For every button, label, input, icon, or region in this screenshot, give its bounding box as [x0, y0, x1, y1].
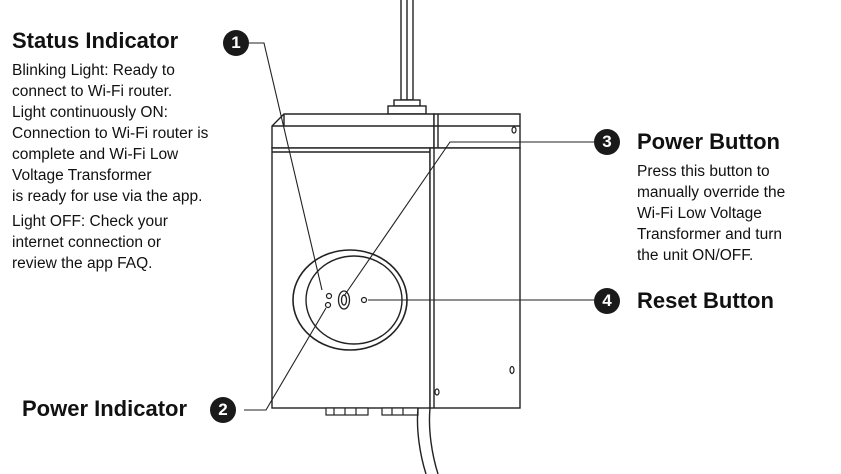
status-indicator-title: Status Indicator	[12, 28, 179, 53]
status-indicator-line: complete and Wi-Fi Low	[12, 146, 179, 163]
power-button-graphic	[337, 290, 351, 310]
status-indicator-line: internet connection or	[12, 234, 162, 251]
antenna	[387, 0, 427, 115]
power-indicator-led	[324, 301, 332, 309]
status-indicator-line: connect to Wi-Fi router.	[12, 83, 173, 100]
callout-badge-3: 3	[594, 129, 620, 155]
status-indicator-line: Connection to Wi-Fi router is	[12, 125, 209, 142]
power-cord	[416, 407, 439, 474]
status-indicator-line: review the app FAQ.	[12, 255, 153, 272]
reset-button-title: Reset Button	[637, 288, 774, 313]
status-indicator-led	[325, 292, 333, 300]
power-indicator-title: Power Indicator	[22, 396, 188, 421]
power-button-title: Power Button	[637, 129, 780, 154]
status-indicator-line: is ready for use via the app.	[12, 188, 203, 205]
status-indicator-line: Light continuously ON:	[12, 104, 168, 121]
power-button-description: Press this button to manually override t…	[637, 161, 785, 266]
status-indicator-description: Blinking Light: Ready to connect to Wi-F…	[12, 60, 208, 274]
leader-lines	[244, 42, 594, 411]
status-indicator-line: Blinking Light: Ready to	[12, 62, 175, 79]
status-indicator-line: Light OFF: Check your	[12, 213, 168, 230]
power-button-line: Press this button to	[637, 163, 770, 180]
bottom-fittings	[325, 407, 419, 416]
power-button-line: Transformer and turn	[637, 226, 783, 243]
callout-badge-1: 1	[223, 30, 249, 56]
control-panel	[292, 249, 408, 351]
callout-badge-4: 4	[594, 288, 620, 314]
status-indicator-line: Voltage Transformer	[12, 167, 152, 184]
screws	[434, 126, 517, 396]
power-button-line: the unit ON/OFF.	[637, 247, 754, 264]
power-button-line: manually override the	[637, 184, 786, 201]
callout-badge-2: 2	[210, 397, 236, 423]
reset-button-graphic	[360, 296, 368, 304]
power-button-line: Wi-Fi Low Voltage	[637, 205, 762, 222]
enclosure-lid	[271, 113, 521, 149]
